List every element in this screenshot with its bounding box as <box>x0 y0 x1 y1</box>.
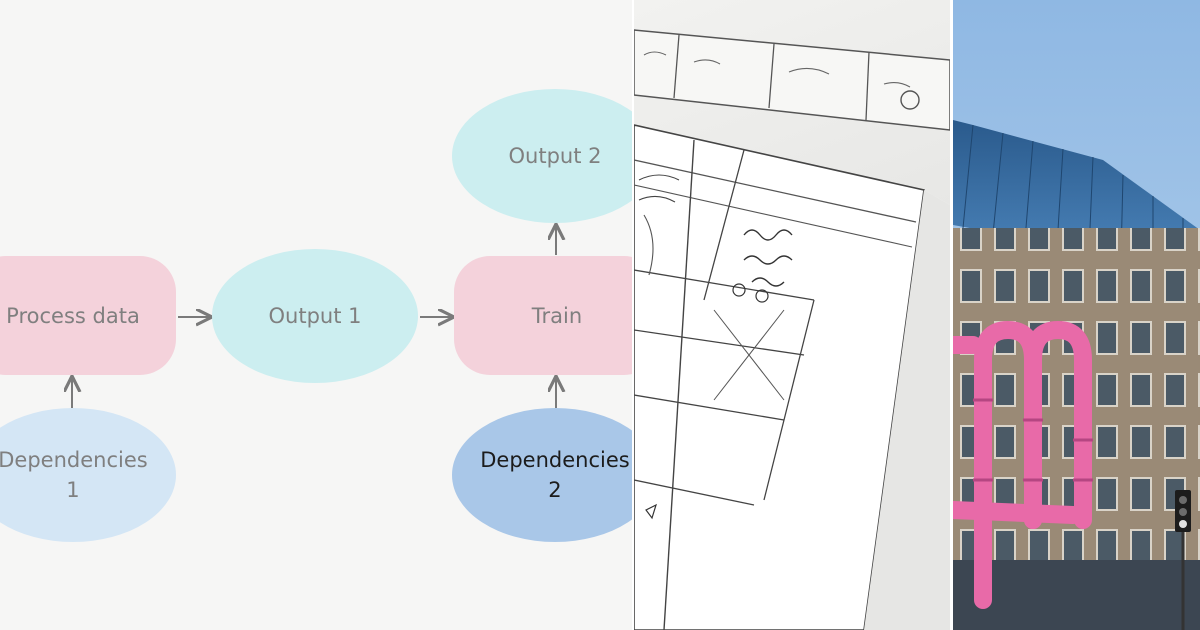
train-node: Train <box>454 256 634 375</box>
output-2-node: Output 2 <box>452 89 634 223</box>
output-1-label: Output 1 <box>268 304 362 328</box>
flow-diagram: Process data Output 1 Train Output 2 Dep… <box>0 0 634 542</box>
process-data-node: Process data <box>0 256 176 375</box>
diagram-arrows <box>0 0 634 408</box>
panel-divider-2 <box>950 0 953 630</box>
dependencies-1-node: Dependencies 1 <box>0 408 176 542</box>
process-data-label: Process data <box>6 303 140 328</box>
dependencies-2-node: Dependencies 2 <box>452 408 634 542</box>
pink-pipes-building-photo <box>953 0 1200 630</box>
building-illustration <box>953 0 1200 630</box>
output-1-node: Output 1 <box>212 249 418 383</box>
train-label: Train <box>531 303 583 328</box>
wireframe-sketch-photo <box>634 0 950 630</box>
dependencies-2-label: Dependencies 2 <box>480 448 630 502</box>
dependencies-1-label: Dependencies 1 <box>0 448 148 502</box>
output-2-label: Output 2 <box>508 144 602 168</box>
sketch-illustration <box>634 29 950 630</box>
